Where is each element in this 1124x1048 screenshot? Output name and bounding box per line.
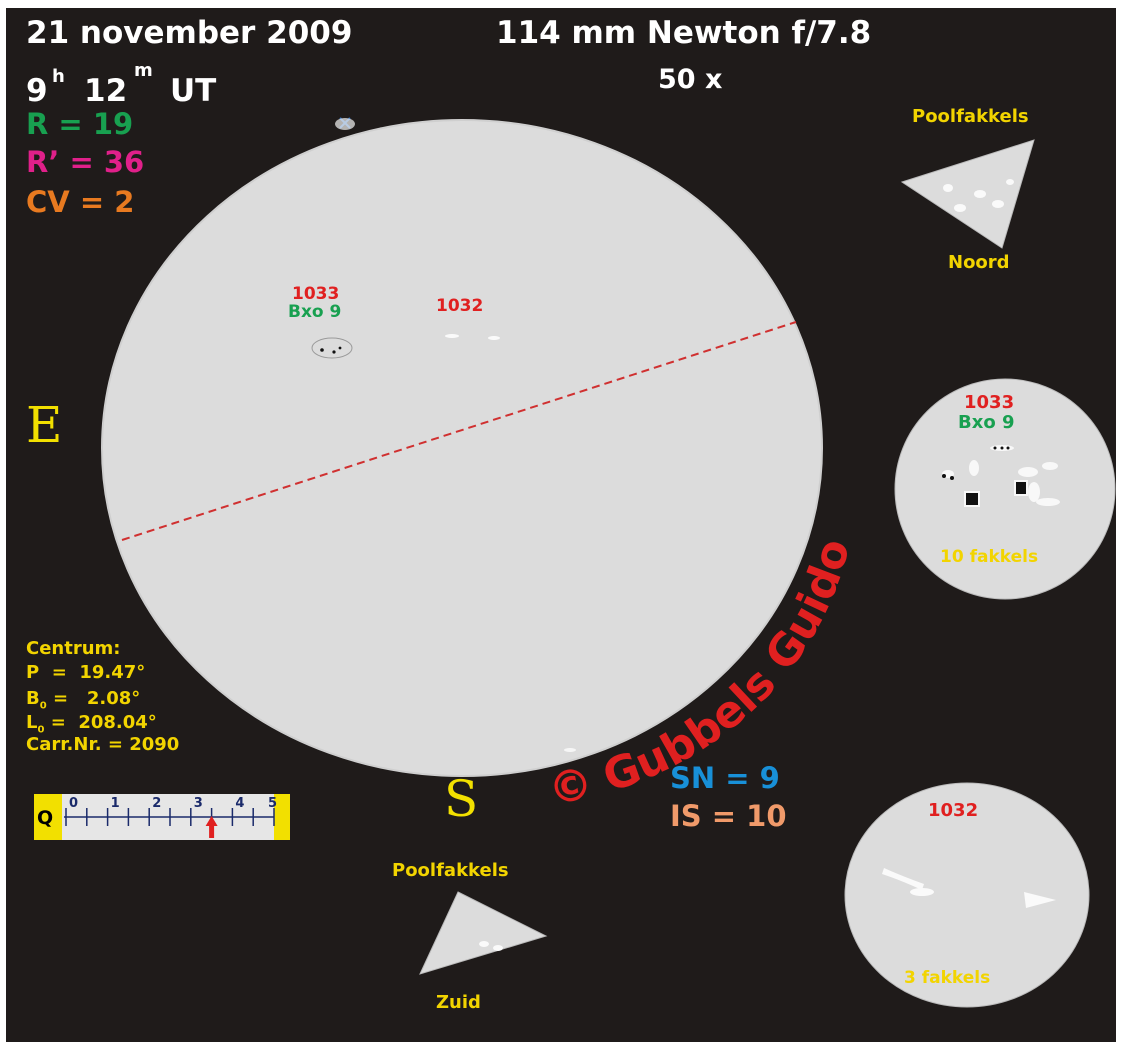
quality-scale: Q 0 1 2 3 4 5	[34, 794, 296, 840]
time-hour-sup: h	[52, 66, 65, 87]
detail-1033-class: Bxo 9	[958, 412, 1015, 433]
b0-subscript: 0	[39, 700, 47, 712]
drawing-canvas: 21 november 2009 114 mm Newton f/7.8 50 …	[6, 8, 1116, 1042]
instrument-label: 114 mm Newton f/7.8	[496, 15, 872, 51]
time-minute: 12	[84, 73, 128, 109]
l0-label: L	[26, 712, 38, 733]
cv-number: CV = 2	[26, 185, 135, 219]
carrington-number: Carr.Nr. = 2090	[26, 734, 180, 755]
quality-scale-label: Q	[37, 807, 53, 829]
quality-marker-arrow-icon	[205, 816, 218, 838]
limb-facula	[564, 748, 576, 752]
detail-1032-number: 1032	[928, 800, 979, 821]
observation-date: 21 november 2009	[26, 15, 353, 51]
quality-scale-left-cap	[34, 794, 62, 840]
detail-1033-number: 1033	[964, 392, 1015, 413]
centre-l0: L0 = 208.04°	[26, 712, 157, 736]
time-minute-sup: m	[134, 60, 153, 81]
r-prime-number: R’ = 36	[26, 145, 145, 179]
quality-scale-tick-label: 0	[69, 796, 78, 811]
sunspot-number: SN = 9	[670, 761, 780, 795]
group-1033-class: Bxo 9	[288, 302, 342, 322]
south-direction-label: S	[444, 770, 479, 828]
quality-scale-right-cap	[274, 794, 290, 840]
detail-1033-faculae: 10 fakkels	[940, 547, 1039, 567]
detail-1032-faculae	[882, 868, 1056, 908]
quality-scale-tick-label: 2	[152, 796, 161, 811]
facula-group-1032	[445, 334, 500, 340]
b0-label: B	[26, 688, 40, 709]
quality-scale-tick-label: 1	[111, 796, 120, 811]
l0-value: = 208.04°	[44, 712, 157, 733]
polar-south-title: Poolfakkels	[392, 860, 509, 881]
polar-north-title: Poolfakkels	[912, 106, 1029, 127]
group-1032-number: 1032	[436, 296, 484, 316]
time-ut: UT	[170, 73, 217, 109]
b0-value: = 2.08°	[46, 688, 141, 709]
detail-1033-circle	[894, 378, 1116, 600]
polar-south-label: Zuid	[436, 992, 481, 1013]
time-hour: 9	[26, 73, 48, 109]
polar-north-triangle	[900, 139, 1035, 249]
solar-disk	[101, 119, 823, 777]
sunspot-group-1033	[311, 337, 353, 359]
l0-subscript: 0	[37, 724, 45, 736]
detail-1033-spots	[942, 445, 1060, 507]
limb-marker-icon	[335, 117, 355, 130]
quality-scale-tick-label: 3	[194, 796, 203, 811]
quality-scale-ticks: 0 1 2 3 4 5	[65, 796, 277, 826]
centre-b0: B0 = 2.08°	[26, 688, 140, 712]
east-direction-label: E	[26, 396, 63, 454]
group-1033-number: 1033	[292, 284, 340, 304]
quality-marker-arrow	[205, 816, 218, 838]
quality-scale-drawing: Q 0 1 2 3 4 5	[34, 794, 290, 840]
is-number: IS = 10	[670, 799, 787, 833]
solar-disk-drawing	[101, 117, 823, 777]
quality-scale-tick-label: 5	[268, 796, 277, 811]
detail-1032-circle	[844, 782, 1090, 1008]
centre-heading: Centrum:	[26, 638, 121, 659]
centre-p-angle: P = 19.47°	[26, 662, 146, 683]
polar-south-triangle	[419, 891, 548, 975]
magnification-label: 50 x	[658, 64, 723, 95]
solar-equator-line	[121, 321, 797, 541]
quality-scale-tick-label: 4	[235, 796, 244, 811]
polar-north-label: Noord	[948, 252, 1010, 273]
r-number: R = 19	[26, 107, 134, 141]
copyright-arc: © Gubbels Guido	[544, 534, 856, 808]
detail-1032-faculae: 3 fakkels	[904, 968, 991, 988]
